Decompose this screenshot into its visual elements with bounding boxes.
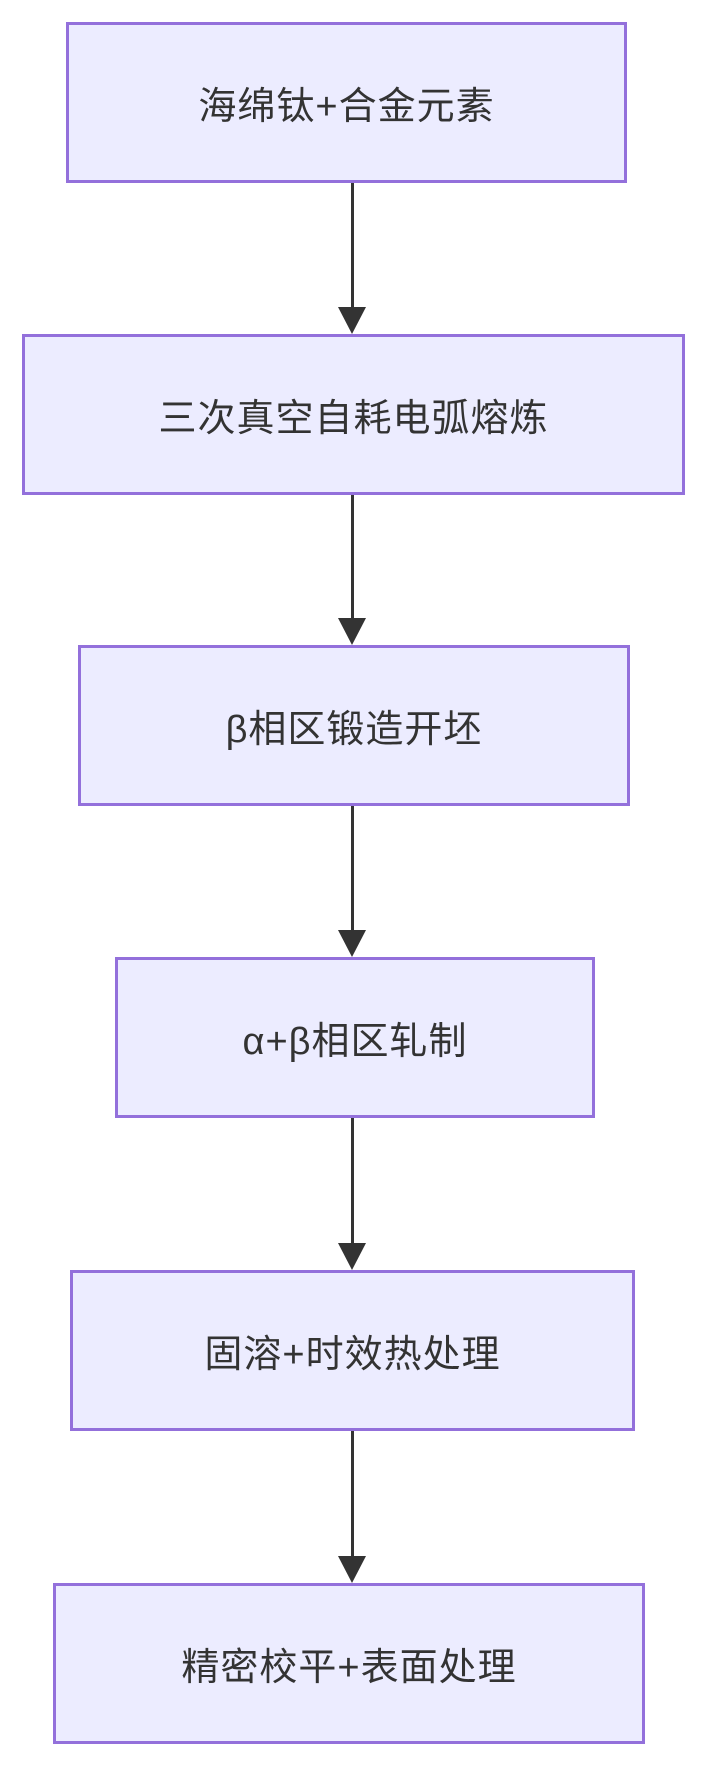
arrow-head-icon [338, 930, 366, 957]
arrow-head-icon [338, 307, 366, 334]
arrow-stem [350, 495, 354, 625]
flow-arrow-2 [338, 495, 366, 645]
flow-node-raw-material: 海绵钛+合金元素 [66, 22, 627, 183]
arrow-head-icon [338, 1243, 366, 1270]
flow-arrow-3 [338, 806, 366, 957]
arrow-stem [350, 183, 354, 314]
flow-node-label: 海绵钛+合金元素 [198, 86, 495, 128]
arrow-head-icon [338, 618, 366, 645]
flow-node-beta-forging: β相区锻造开坯 [78, 645, 630, 806]
flow-node-heat-treatment: 固溶+时效热处理 [70, 1270, 635, 1431]
flow-node-label: β相区锻造开坯 [225, 709, 483, 751]
arrow-head-icon [338, 1556, 366, 1583]
flow-node-alpha-beta-rolling: α+β相区轧制 [115, 957, 595, 1118]
flow-arrow-1 [338, 183, 366, 334]
flow-node-label: 精密校平+表面处理 [181, 1647, 517, 1689]
arrow-stem [350, 1118, 354, 1250]
flow-arrow-4 [338, 1118, 366, 1270]
flow-node-label: α+β相区轧制 [242, 1021, 468, 1063]
arrow-stem [350, 1431, 354, 1563]
flow-node-leveling-surface-treatment: 精密校平+表面处理 [53, 1583, 645, 1744]
flow-node-label: 固溶+时效热处理 [204, 1334, 501, 1376]
flow-node-label: 三次真空自耗电弧熔炼 [158, 398, 549, 440]
arrow-stem [350, 806, 354, 937]
flow-arrow-5 [338, 1431, 366, 1583]
flow-node-vacuum-arc-melting: 三次真空自耗电弧熔炼 [22, 334, 685, 495]
